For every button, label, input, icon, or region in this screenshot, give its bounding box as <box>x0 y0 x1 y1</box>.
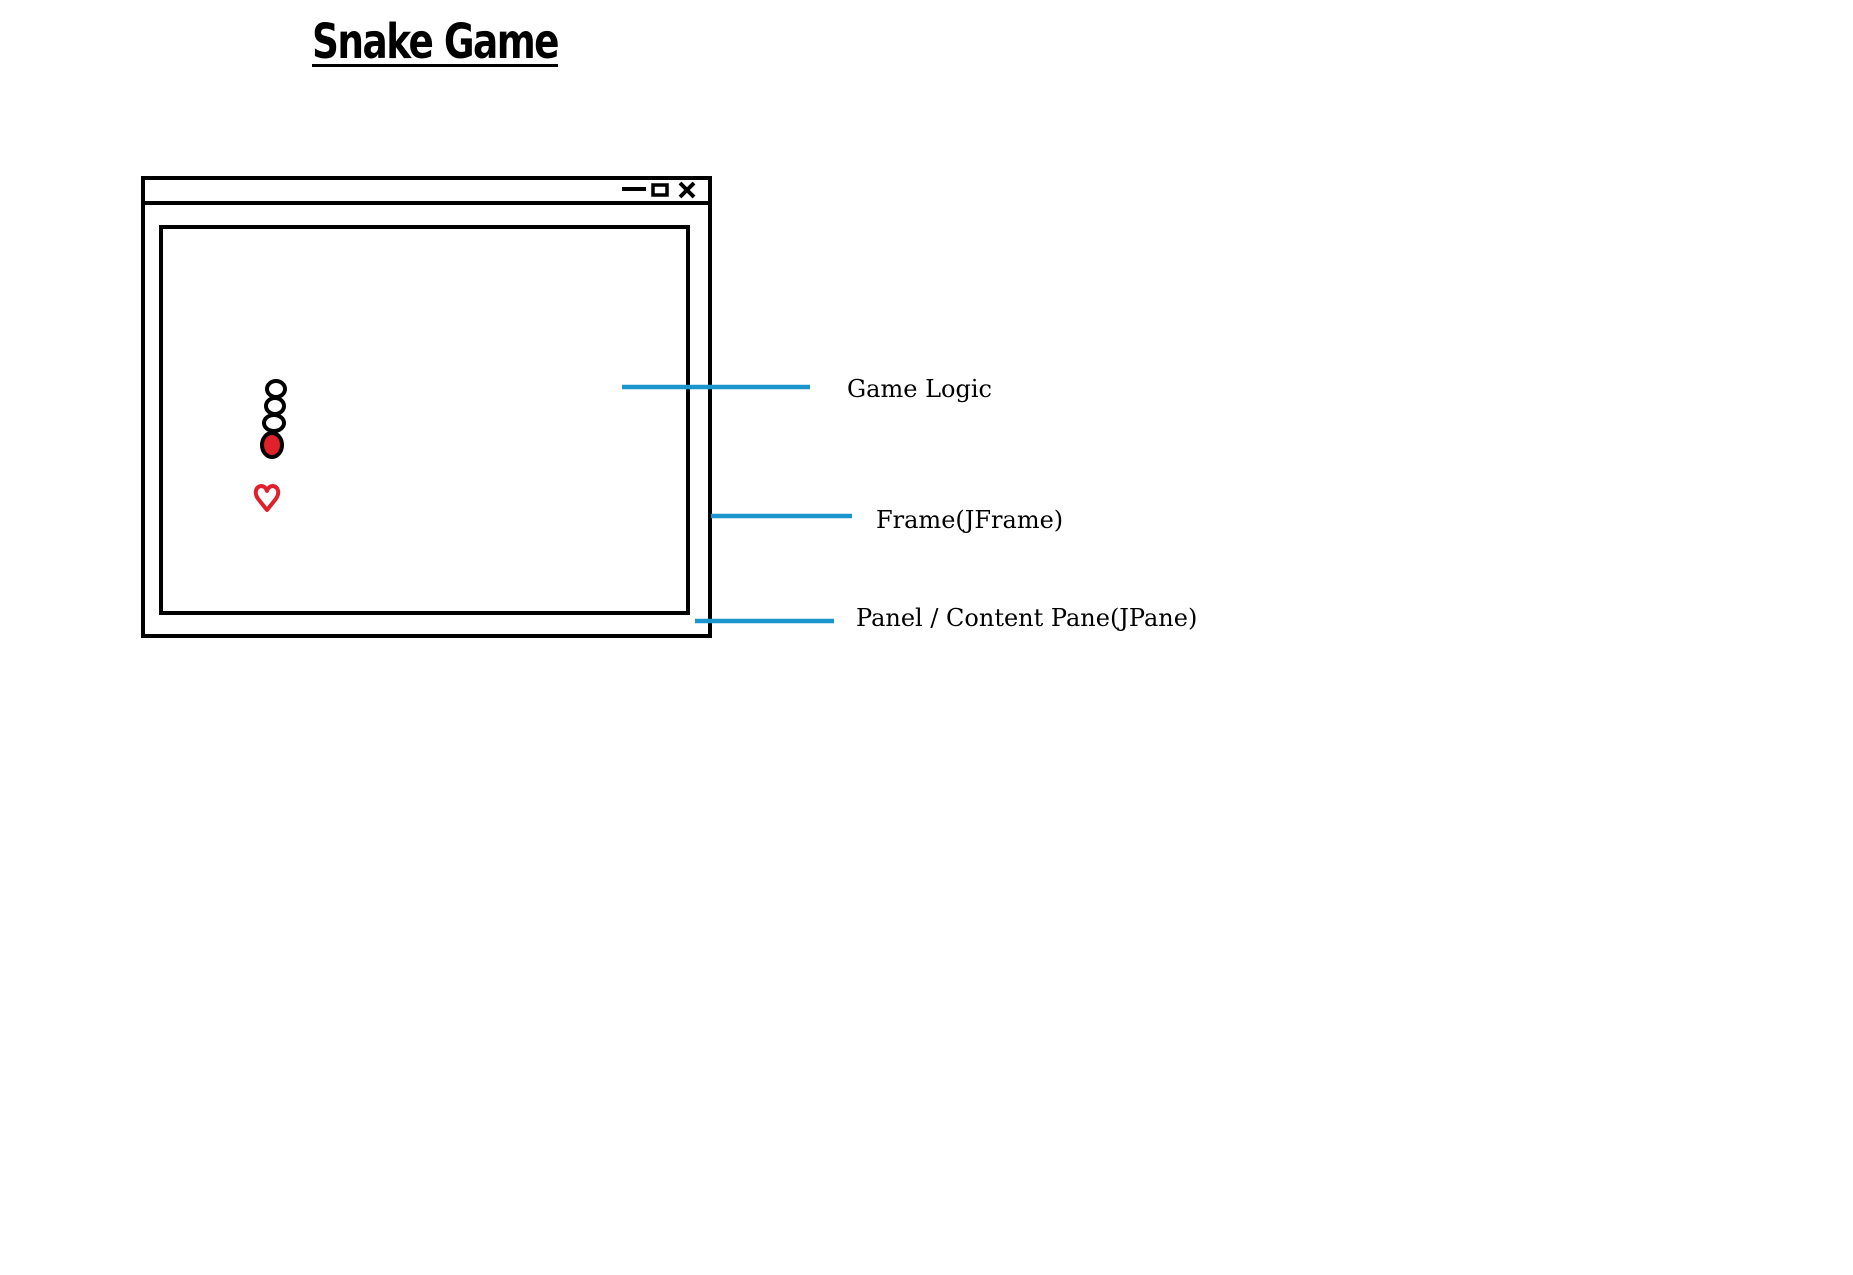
heart-icon <box>253 484 281 512</box>
maximize-icon[interactable] <box>651 183 669 197</box>
game-logic-label: Game Logic <box>847 375 992 403</box>
frame-label: Frame(JFrame) <box>876 506 1064 534</box>
close-icon[interactable] <box>678 181 696 199</box>
content-pane <box>159 225 690 615</box>
snake-body-segment <box>264 396 286 416</box>
window-frame <box>141 176 712 638</box>
panel-label: Panel / Content Pane(JPane) <box>856 604 1198 632</box>
snake <box>260 379 287 459</box>
snake-head <box>260 431 284 459</box>
snake-body-segment <box>265 379 287 399</box>
snake-body-segment <box>262 413 286 433</box>
